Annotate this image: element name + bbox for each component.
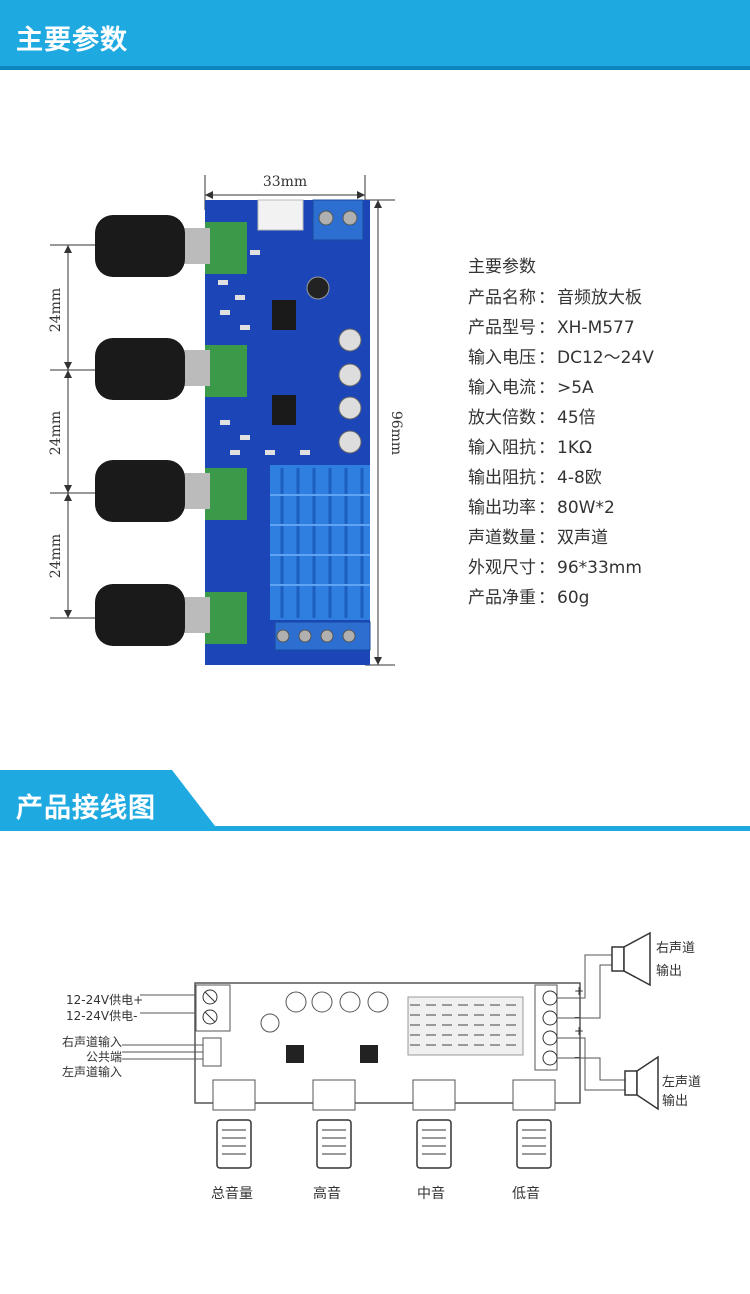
wiring-banner-title: 产品接线图: [16, 793, 156, 824]
param-value: 60g: [557, 588, 590, 608]
param-value: 96*33mm: [557, 558, 642, 578]
param-label: 产品名称: [468, 288, 536, 308]
knob-label-mid: 中音: [417, 1186, 445, 1202]
knob-1: [95, 215, 247, 277]
wiring-banner-bg: [0, 770, 750, 831]
power-plus-label: 12-24V供电+: [66, 993, 144, 1007]
param-row: 输入电压：DC12～24V: [468, 343, 654, 368]
param-separator: ：: [538, 498, 555, 518]
board-illustration: 33mm 96mm 24mm 24mm 24mm: [0, 100, 750, 800]
height-dim-label: 96mm: [388, 411, 404, 455]
param-row: 输出功率：80W*2: [468, 493, 615, 518]
param-row: 外观尺寸：96*33mm: [468, 553, 642, 578]
right-speaker-icon: [611, 931, 651, 987]
param-label: 输入阻抗: [468, 438, 536, 458]
left-input-label: 左声道输入: [62, 1065, 123, 1079]
knob-2: [95, 338, 247, 400]
param-separator: ：: [538, 348, 555, 368]
common-label: 公共端: [86, 1050, 123, 1064]
param-value: >5A: [557, 378, 594, 398]
params-banner-title: 主要参数: [16, 25, 128, 56]
wiring-banner: 产品接线图: [0, 770, 750, 832]
param-row: 输出阻抗：4-8欧: [468, 463, 602, 488]
param-label: 输出功率: [468, 498, 536, 518]
param-row: 声道数量：双声道: [468, 523, 608, 548]
param-separator: ：: [538, 438, 555, 458]
param-separator: ：: [538, 588, 555, 608]
param-value: 音频放大板: [557, 288, 642, 308]
param-label: 外观尺寸: [468, 558, 536, 578]
left-output-label-2: 输出: [662, 1094, 689, 1109]
param-label: 放大倍数: [468, 408, 536, 428]
param-value: 双声道: [557, 528, 608, 548]
left-output-label-1: 左声道: [662, 1075, 702, 1090]
param-separator: ：: [538, 288, 555, 308]
param-separator: ：: [538, 378, 555, 398]
param-value: XH-M577: [557, 318, 635, 338]
params-banner: 主要参数: [0, 0, 750, 70]
param-separator: ：: [538, 318, 555, 338]
params-banner-bg: [0, 0, 750, 70]
param-separator: ：: [538, 558, 555, 578]
param-value: 4-8欧: [557, 468, 602, 488]
param-label: 声道数量: [468, 528, 536, 548]
param-value: 45倍: [557, 408, 596, 428]
param-row: 放大倍数：45倍: [468, 403, 596, 428]
right-input-label: 右声道输入: [62, 1035, 123, 1049]
param-label: 产品净重: [468, 588, 536, 608]
knob-label-bass: 低音: [512, 1186, 540, 1202]
param-label: 产品型号: [468, 318, 536, 338]
knob-label-volume: 总音量: [211, 1186, 253, 1202]
param-label: 输入电压: [468, 348, 536, 368]
param-row: 产品净重：60g: [468, 583, 589, 608]
power-minus-label: 12-24V供电-: [66, 1009, 138, 1023]
right-minus-mark: –: [574, 1010, 580, 1024]
heatsink: [270, 465, 370, 620]
param-label: 输入电流: [468, 378, 536, 398]
knob-3: [95, 460, 247, 522]
param-label: 输出阻抗: [468, 468, 536, 488]
params-heading: 主要参数: [468, 257, 536, 277]
right-plus-mark: +: [574, 984, 584, 998]
width-dim-label: 33mm: [263, 174, 307, 190]
left-minus-mark: –: [574, 1050, 580, 1064]
param-row: 输入阻抗：1KΩ: [468, 433, 592, 458]
param-separator: ：: [538, 468, 555, 488]
knob-label-treble: 高音: [313, 1186, 341, 1202]
param-row: 产品名称：音频放大板: [468, 283, 642, 308]
right-output-label-1: 右声道: [656, 941, 696, 956]
param-row: 输入电流：>5A: [468, 373, 594, 398]
param-separator: ：: [538, 528, 555, 548]
spacing-dim-label-1: 24mm: [48, 288, 64, 332]
spacing-dim-label-2: 24mm: [48, 411, 64, 455]
param-value: 1KΩ: [557, 438, 592, 458]
param-value: 80W*2: [557, 498, 615, 518]
param-row: 产品型号：XH-M577: [468, 313, 635, 338]
wiring-diagram: + – + –: [122, 931, 659, 1169]
left-plus-mark: +: [574, 1024, 584, 1038]
right-output-label-2: 输出: [656, 964, 683, 979]
knob-4: [95, 584, 247, 646]
param-separator: ：: [538, 408, 555, 428]
param-value: DC12～24V: [557, 348, 654, 368]
left-speaker-icon: [624, 1055, 659, 1111]
spacing-dim-label-3: 24mm: [48, 534, 64, 578]
